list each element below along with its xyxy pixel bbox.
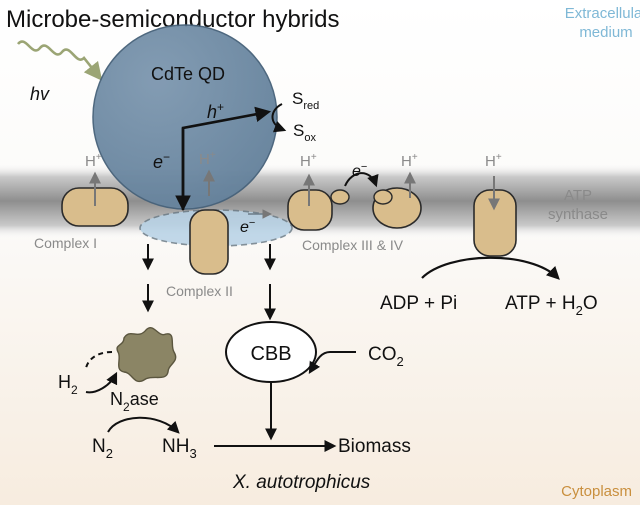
complex-3-4-label: Complex III & IV xyxy=(302,237,404,253)
biomass-label: Biomass xyxy=(338,436,411,457)
complex-4-proton-label: H+ xyxy=(401,152,418,170)
cdte-quantum-dot xyxy=(92,24,278,210)
sacrificial-reduced-label: Sred xyxy=(292,89,319,112)
complex-2-proton-label: H+ xyxy=(199,150,216,168)
organism-label: X. autotrophicus xyxy=(232,472,371,493)
sacrificial-oxidized-label: Sox xyxy=(293,121,316,144)
cytochrome-c xyxy=(330,189,350,205)
quantum-dot-label: CdTe QD xyxy=(151,64,225,84)
light-label: hv xyxy=(30,84,50,104)
adp-pi-label: ADP + Pi xyxy=(380,293,457,314)
complex-3-proton-label: H+ xyxy=(300,152,317,170)
complex-1-label: Complex I xyxy=(34,235,97,251)
complex-2-label: Complex II xyxy=(166,283,233,299)
pool-electron-label: e− xyxy=(240,217,255,236)
cbb-cycle xyxy=(225,321,317,383)
cytoplasm-label: Cytoplasm xyxy=(561,483,632,500)
donor-oxidation-arrow xyxy=(271,103,287,133)
electron-label: e− xyxy=(153,150,170,172)
complex-2 xyxy=(189,209,229,275)
atp-synthesis-arrow xyxy=(421,256,560,280)
nitrogenase-icon xyxy=(116,327,177,383)
hole-label: h+ xyxy=(207,100,224,122)
extracellular-label-line1: Extracellular xyxy=(565,5,640,22)
hydrogen-dashed-path xyxy=(85,351,113,369)
cytochrome-electron-arrow xyxy=(344,172,379,188)
atp-synthase-proton-label: H+ xyxy=(485,152,502,170)
nitrogenase-label: N2ase xyxy=(110,389,159,414)
co2-fixation-arrow xyxy=(308,351,356,375)
hydrogen-label: H2 xyxy=(58,372,78,397)
hydrogen-arrow xyxy=(85,371,118,394)
extracellular-label-line2: medium xyxy=(579,24,632,41)
co2-label: CO2 xyxy=(368,344,404,369)
ammonia-label: NH3 xyxy=(162,436,197,461)
nitrogen-label: N2 xyxy=(92,436,113,461)
light-wave xyxy=(16,40,103,81)
complex-4-subunit xyxy=(373,189,393,205)
cytochrome-electron-label: e− xyxy=(352,161,367,180)
nitrogen-fixation-arrow xyxy=(107,416,180,434)
atp-synthase-label-line1: ATP xyxy=(564,187,592,204)
atp-water-label: ATP + H2O xyxy=(505,293,598,318)
atp-synthase-label-line2: synthase xyxy=(548,206,608,223)
cbb-label: CBB xyxy=(250,343,291,365)
complex-1-proton-label: H+ xyxy=(85,152,102,170)
